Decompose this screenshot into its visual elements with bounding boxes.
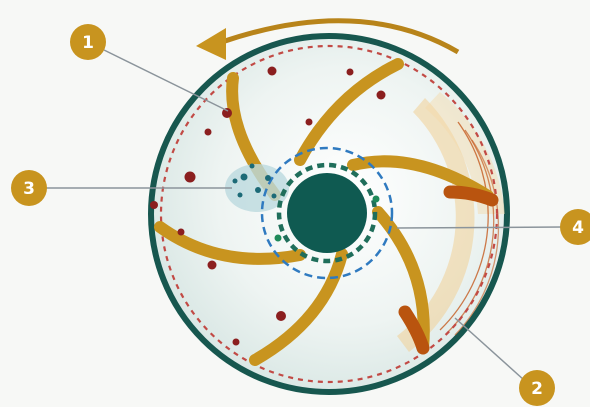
particle [150, 201, 158, 209]
callout-1-label: 1 [82, 33, 94, 53]
callout-3-badge [11, 170, 47, 206]
particle [232, 178, 238, 184]
teal-particles [232, 163, 277, 199]
particle [305, 118, 313, 126]
hot-arm-tips [398, 185, 499, 355]
particle [237, 192, 243, 198]
callout-3-label: 3 [23, 179, 35, 199]
particle [372, 195, 380, 203]
callout-1-badge [70, 24, 106, 60]
callout-4-label: 4 [572, 218, 584, 238]
callout-2-label: 2 [531, 379, 543, 399]
particle [255, 187, 261, 193]
particle [274, 234, 282, 242]
spiral-arms [154, 58, 494, 366]
particle [346, 68, 354, 76]
leader-line-1 [103, 49, 229, 112]
callout-2-badge [519, 370, 555, 406]
leader-lines [46, 49, 564, 381]
callout-1[interactable]: 1 [70, 24, 106, 60]
spiral-arm [154, 221, 306, 265]
callout-4[interactable]: 4 [560, 209, 590, 245]
particle [276, 311, 286, 321]
rotation-arrow-icon [196, 18, 460, 60]
particle [222, 108, 232, 118]
spiral-arm [347, 155, 494, 202]
particle [184, 171, 196, 183]
particle [240, 173, 248, 181]
central-core [287, 173, 367, 253]
particle [267, 66, 277, 76]
spiral-arm [294, 58, 404, 166]
particle [249, 163, 255, 169]
spiral-arm [372, 206, 430, 354]
callout-2[interactable]: 2 [519, 370, 555, 406]
particle [207, 260, 217, 270]
spiral-arm [249, 248, 348, 366]
particle [204, 128, 212, 136]
inner-green-dashed-ring [276, 162, 378, 264]
hot-arm-tip [398, 305, 430, 355]
particle [232, 338, 240, 346]
green-particles [274, 195, 380, 242]
particle [265, 175, 271, 181]
red-particles [150, 66, 386, 346]
leader-line-4 [396, 226, 564, 229]
hot-arm-tip [443, 185, 499, 207]
particle [177, 228, 185, 236]
particle [376, 90, 386, 100]
callout-3[interactable]: 3 [11, 170, 47, 206]
callout-4-badge [560, 209, 590, 245]
inner-blue-dashed-ring [260, 146, 394, 280]
particle [271, 193, 277, 199]
leader-line-2 [454, 317, 525, 381]
outer-dashed-ring [159, 44, 499, 384]
